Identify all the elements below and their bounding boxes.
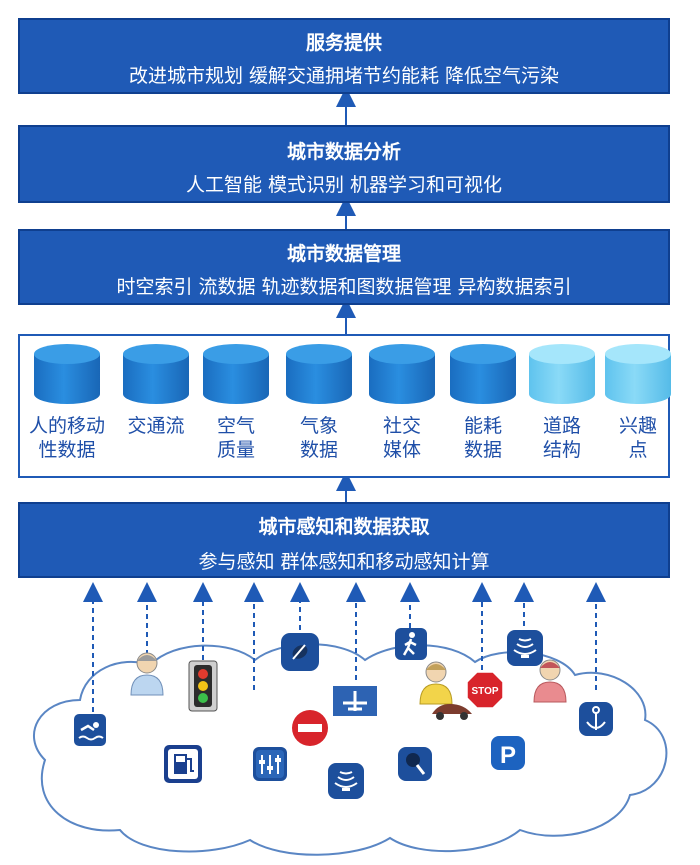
database-cylinder-icon: [34, 344, 100, 412]
data-source-label: 社交 媒体: [382, 415, 421, 461]
wifi-signal-icon: [507, 630, 543, 666]
svg-text:P: P: [500, 742, 516, 769]
database-cylinder-icon: [203, 344, 269, 412]
database-cylinder-icon: [286, 344, 352, 412]
magnifier-icon: [398, 747, 432, 781]
no-entry-icon: [292, 710, 328, 746]
data-source-label: 空气 质量: [216, 415, 255, 461]
svg-text:STOP: STOP: [471, 686, 498, 697]
database-cylinder-icon: [369, 344, 435, 412]
data-source-label: 气象 数据: [299, 415, 338, 461]
database-cylinder-icon: [450, 344, 516, 412]
data-source-label: 交通流: [127, 415, 185, 437]
data-source-label: 兴趣 点: [618, 415, 657, 461]
data-sources-panel: 人的移动 性数据 交通流 空气 质量 气象 数据 社交 媒体 能耗 数据 道路 …: [18, 334, 671, 478]
data-source-item: 气象 数据: [279, 344, 359, 462]
map-pin-icon: [281, 633, 319, 671]
car-icon: [432, 704, 472, 720]
airport-icon: [333, 686, 377, 716]
data-source-label: 道路 结构: [542, 415, 581, 461]
data-source-item: 兴趣 点: [598, 344, 678, 462]
data-source-item: 能耗 数据: [443, 344, 523, 462]
parking-icon: P: [491, 736, 525, 770]
settings-sliders-icon: [253, 747, 287, 781]
walking-person-icon: [395, 628, 427, 660]
analysis-title: 城市数据分析: [286, 141, 401, 163]
data-source-item: 空气 质量: [196, 344, 276, 462]
data-source-item: 人的移动 性数据: [27, 344, 107, 462]
data-source-label: 能耗 数据: [463, 415, 502, 461]
person-icon: [419, 661, 453, 705]
management-subtitle: 时空索引 流数据 轨迹数据和图数据管理 异构数据索引: [116, 276, 572, 298]
swimmer-icon: [74, 714, 106, 746]
wifi-signal-icon: [328, 763, 364, 799]
data-source-label: 人的移动 性数据: [28, 415, 105, 461]
data-source-item: 交通流: [116, 344, 196, 438]
sensing-layer: 城市感知和数据获取 参与感知 群体感知和移动感知计算: [18, 502, 670, 578]
person-icon: [533, 659, 567, 703]
traffic-light-icon: [188, 660, 218, 712]
service-subtitle: 改进城市规划 缓解交通拥堵节约能耗 降低空气污染: [128, 65, 560, 87]
service-title: 服务提供: [305, 32, 382, 54]
management-layer: 城市数据管理 时空索引 流数据 轨迹数据和图数据管理 异构数据索引: [18, 229, 670, 305]
data-source-item: 道路 结构: [522, 344, 602, 462]
analysis-subtitle: 人工智能 模式识别 机器学习和可视化: [185, 174, 503, 196]
sensing-subtitle: 参与感知 群体感知和移动感知计算: [198, 551, 490, 573]
fuel-station-icon: [164, 745, 202, 783]
database-cylinder-icon: [529, 344, 595, 412]
stop-sign-icon: STOP: [466, 671, 504, 709]
analysis-layer: 城市数据分析 人工智能 模式识别 机器学习和可视化: [18, 125, 670, 203]
service-layer: 服务提供 改进城市规划 缓解交通拥堵节约能耗 降低空气污染: [18, 18, 670, 94]
management-title: 城市数据管理: [286, 243, 401, 265]
data-source-item: 社交 媒体: [362, 344, 442, 462]
sensing-title: 城市感知和数据获取: [258, 516, 430, 538]
sensor-cloud: [33, 643, 668, 856]
database-cylinder-icon: [123, 344, 189, 412]
anchor-icon: [579, 702, 613, 736]
person-icon: [130, 652, 164, 696]
database-cylinder-icon: [605, 344, 671, 412]
